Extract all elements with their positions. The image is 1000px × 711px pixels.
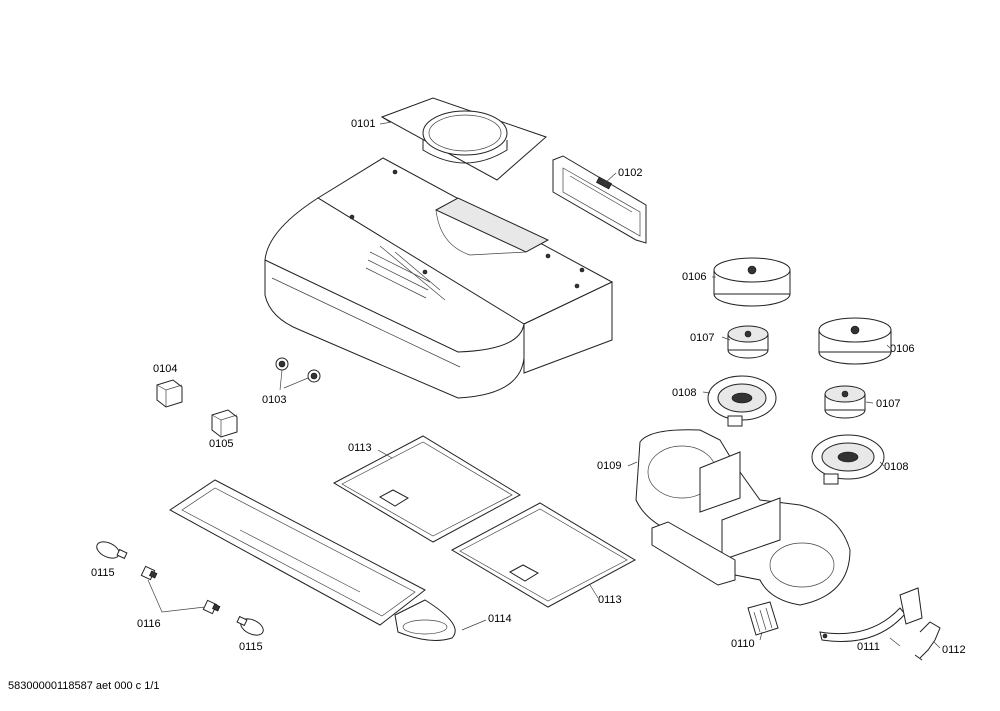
part-label-0102: 0102 [618, 167, 643, 179]
part-label-0115-b: 0115 [239, 641, 263, 653]
motor-housings-drawing [713, 257, 892, 365]
motors-drawing [727, 325, 866, 419]
grease-filters-drawing [332, 435, 637, 608]
duct-plate-drawing [380, 97, 547, 181]
bracket-drawing [914, 621, 941, 661]
part-label-0113-a: 0113 [348, 442, 372, 454]
lamp-sockets-drawing [140, 565, 221, 615]
hood-body-drawing [264, 157, 614, 399]
cable-clip-drawing [819, 587, 923, 643]
blower-housing-drawing [635, 429, 851, 606]
part-label-0115-a: 0115 [91, 567, 115, 579]
part-label-0105: 0105 [209, 438, 234, 450]
part-label-0112: 0112 [942, 644, 966, 656]
part-label-0103: 0103 [262, 394, 287, 406]
part-label-0108-b: 0108 [884, 461, 909, 473]
switches-drawing [156, 379, 238, 438]
part-label-0106-b: 0106 [890, 343, 915, 355]
fan-wheels-drawing [707, 375, 885, 485]
light-panel-drawing [169, 479, 456, 641]
part-label-0111: 0111 [857, 641, 880, 653]
part-label-0107-b: 0107 [876, 398, 901, 410]
part-label-0108-a: 0108 [672, 387, 697, 399]
part-label-0104: 0104 [153, 363, 178, 375]
document-footer: 58300000118587 aet 000 c 1/1 [8, 680, 160, 692]
part-label-0106-a: 0106 [682, 271, 707, 283]
connector-drawing [747, 601, 779, 636]
part-label-0101: 0101 [351, 118, 376, 130]
part-label-0113-b: 0113 [598, 594, 622, 606]
leader-lines [377, 121, 941, 649]
knobs-drawing [275, 357, 321, 391]
part-label-0110: 0110 [731, 638, 755, 650]
part-label-0116: 0116 [137, 618, 161, 630]
damper-flap-drawing [552, 155, 647, 244]
bulbs-drawing [96, 541, 264, 636]
part-label-0107-a: 0107 [690, 332, 715, 344]
part-label-0109: 0109 [597, 460, 622, 472]
part-label-0114: 0114 [488, 613, 512, 625]
